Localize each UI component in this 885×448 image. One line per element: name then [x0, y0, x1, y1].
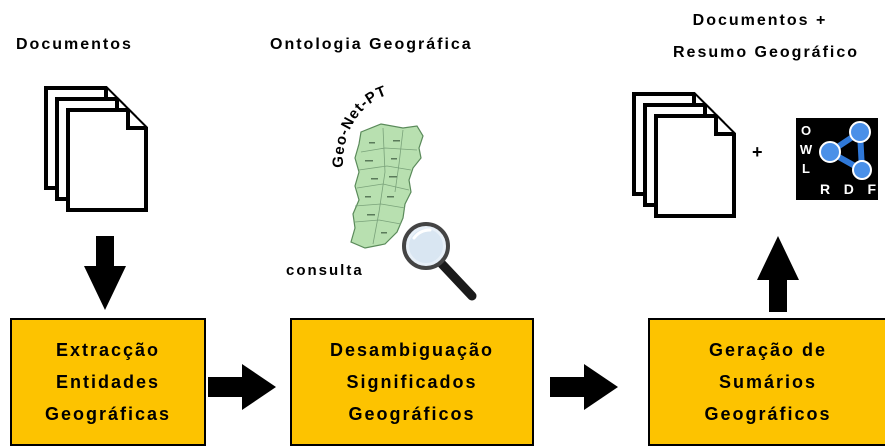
plus-sign: + [752, 142, 763, 162]
owl-rdf-logo: O W L R D F [796, 118, 878, 200]
box-2-line-3: Geográficos [348, 404, 476, 424]
output-documents-stack-icon [632, 92, 736, 218]
box-1-line-2: Entidades [55, 372, 161, 392]
documents-stack-icon [44, 86, 148, 212]
consulta-label: consulta [286, 262, 364, 279]
documents-label: Documentos [16, 36, 133, 53]
box-3-line-1: Geração de [708, 340, 828, 360]
owl-letter-w: W [799, 142, 813, 157]
process-box-disambiguation: Desambiguação Significados Geográficos [290, 318, 534, 446]
arrow-right-icon-2 [550, 364, 618, 410]
box-2-line-2: Significados [346, 372, 478, 392]
ontology-label: Ontologia Geográfica [270, 36, 473, 53]
magnifier-icon [402, 222, 477, 301]
output-label-line1: Documentos + [692, 12, 828, 29]
rdf-letter-d: D [843, 181, 854, 197]
arrow-down-icon [84, 236, 126, 310]
box-1-line-3: Geográficas [44, 404, 172, 424]
rdf-letter-f: F [867, 181, 876, 197]
box-2-line-1: Desambiguação [329, 340, 495, 360]
rdf-letter-r: R [820, 181, 831, 197]
box-3-line-3: Geográficos [704, 404, 832, 424]
arrow-right-icon-1 [208, 364, 276, 410]
owl-letter-o: O [800, 123, 812, 138]
box-3-line-2: Sumários [718, 372, 818, 392]
box-1-line-1: Extracção [55, 340, 161, 360]
output-label-line2: Resumo Geográfico [672, 44, 860, 61]
arrow-up-icon [757, 236, 799, 312]
owl-letter-l: L [802, 161, 810, 176]
portugal-map-image: Geo-Net-PT [330, 82, 424, 249]
process-box-summary: Geração de Sumários Geográficos [648, 318, 885, 446]
owl-graph-icon [819, 121, 872, 180]
process-box-extraction: Extracção Entidades Geográficas [10, 318, 206, 446]
